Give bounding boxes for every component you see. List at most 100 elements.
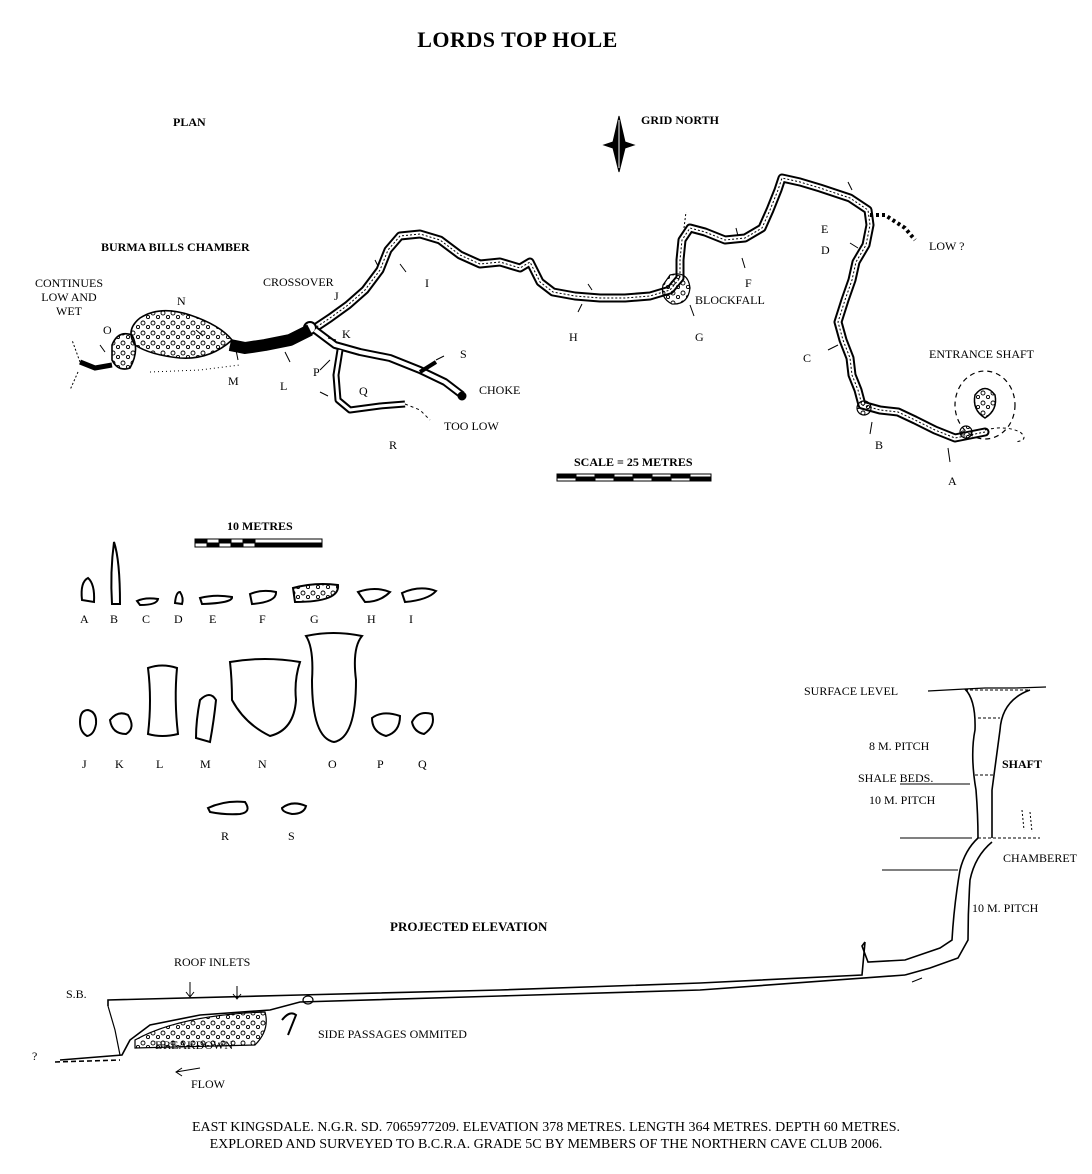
station-k: K <box>342 327 351 341</box>
section-g <box>291 583 340 604</box>
section-e <box>198 594 233 606</box>
footer-line-2: EXPLORED AND SURVEYED TO B.C.R.A. GRADE … <box>209 1137 883 1152</box>
station-a: A <box>948 474 957 488</box>
section-label-i: I <box>409 612 413 626</box>
burma-bills-label: BURMA BILLS CHAMBER <box>101 240 250 254</box>
section-label-g: G <box>310 612 319 626</box>
section-i <box>400 587 438 604</box>
chamberet-label: CHAMBERET <box>1003 851 1078 865</box>
station-n: N <box>177 294 186 308</box>
section-o <box>304 632 364 744</box>
section-label-d: D <box>174 612 183 626</box>
section-label-p: P <box>377 757 384 771</box>
survey-title: LORDS TOP HOLE <box>417 27 618 52</box>
continues-label: CONTINUES LOW AND WET <box>35 276 103 318</box>
station-j: J <box>334 289 339 303</box>
surface-level-label: SURFACE LEVEL <box>804 684 899 698</box>
pitch8-label: 8 M. PITCH <box>869 739 930 753</box>
entrance-shaft <box>856 370 1025 443</box>
side-passages-label: SIDE PASSAGES OMMITED <box>318 1027 467 1041</box>
low-branch <box>870 213 917 242</box>
crossover-junction <box>303 321 467 421</box>
sb-label: S.B. <box>66 987 87 1001</box>
section-label-n: N <box>258 757 267 771</box>
station-s: S <box>460 347 467 361</box>
crossover-label: CROSSOVER <box>263 275 334 289</box>
section-label-j: J <box>82 757 87 771</box>
section-label-o: O <box>328 757 337 771</box>
breakdown-label: BREAKDOWN <box>155 1038 233 1052</box>
sections-scale-label: 10 METRES <box>227 519 293 533</box>
section-c <box>135 597 160 607</box>
section-d <box>173 590 184 606</box>
footer-line-1: EAST KINGSDALE. N.G.R. SD. 7065977209. E… <box>191 1120 901 1135</box>
plan-survey <box>69 115 1025 482</box>
north-label: GRID NORTH <box>641 113 719 127</box>
section-a <box>80 576 96 604</box>
section-q <box>410 712 434 736</box>
section-p <box>370 712 402 738</box>
blockfall <box>661 273 691 305</box>
elevation-heading: PROJECTED ELEVATION <box>390 919 548 934</box>
question-label: ? <box>32 1049 38 1063</box>
roof-inlets-label: ROOF INLETS <box>174 955 251 969</box>
choke-label: CHOKE <box>479 383 521 397</box>
section-label-a: A <box>80 612 89 626</box>
section-b <box>110 541 122 605</box>
low-label: LOW ? <box>929 239 965 253</box>
main-passage <box>310 173 990 443</box>
blockfall-label: BLOCKFALL <box>695 293 765 307</box>
flow-label: FLOW <box>191 1077 225 1091</box>
survey-footer: EAST KINGSDALE. N.G.R. SD. 7065977209. E… <box>0 1119 1092 1153</box>
passage-cross-sections <box>78 538 438 816</box>
pitch10b-label: 10 M. PITCH <box>972 901 1039 915</box>
station-f: F <box>745 276 752 290</box>
section-h <box>356 588 392 604</box>
entrance-shaft-label: ENTRANCE SHAFT <box>929 347 1035 361</box>
section-label-m: M <box>200 757 211 771</box>
section-f <box>248 589 277 606</box>
station-q: Q <box>359 384 368 398</box>
section-j <box>78 708 98 738</box>
section-label-c: C <box>142 612 151 626</box>
station-r: R <box>389 438 398 452</box>
station-p: P <box>313 365 320 379</box>
section-s <box>280 802 308 816</box>
plan-scale-label: SCALE = 25 METRES <box>574 455 693 469</box>
north-arrow-icon <box>602 115 636 173</box>
projected-elevation <box>54 686 1047 1077</box>
station-d: D <box>821 243 830 257</box>
station-b: B <box>875 438 884 452</box>
section-label-s: S <box>288 829 295 843</box>
station-e: E <box>821 222 829 236</box>
section-label-e: E <box>209 612 217 626</box>
station-l: L <box>280 379 288 393</box>
station-g: G <box>695 330 704 344</box>
section-k <box>108 712 133 736</box>
sections-scale-bar <box>194 538 323 548</box>
burma-bills-chamber <box>69 309 313 391</box>
section-label-h: H <box>367 612 376 626</box>
section-label-r: R <box>221 829 230 843</box>
section-m <box>194 694 218 744</box>
section-n <box>228 658 302 738</box>
station-ticks <box>99 181 951 463</box>
plan-scale-bar <box>556 473 712 482</box>
plan-heading: PLAN <box>173 115 206 129</box>
section-label-f: F <box>259 612 266 626</box>
section-r <box>206 800 249 816</box>
station-i: I <box>425 276 429 290</box>
section-label-b: B <box>110 612 119 626</box>
station-m: M <box>228 374 239 388</box>
shaft-label: SHAFT <box>1002 757 1043 771</box>
too-low-label: TOO LOW <box>444 419 499 433</box>
section-label-l: L <box>156 757 164 771</box>
pitch10a-label: 10 M. PITCH <box>869 793 936 807</box>
station-o: O <box>103 323 112 337</box>
station-h: H <box>569 330 578 344</box>
station-c: C <box>803 351 812 365</box>
section-label-k: K <box>115 757 124 771</box>
shale-beds-label: SHALE BEDS. <box>858 771 934 785</box>
section-label-q: Q <box>418 757 427 771</box>
